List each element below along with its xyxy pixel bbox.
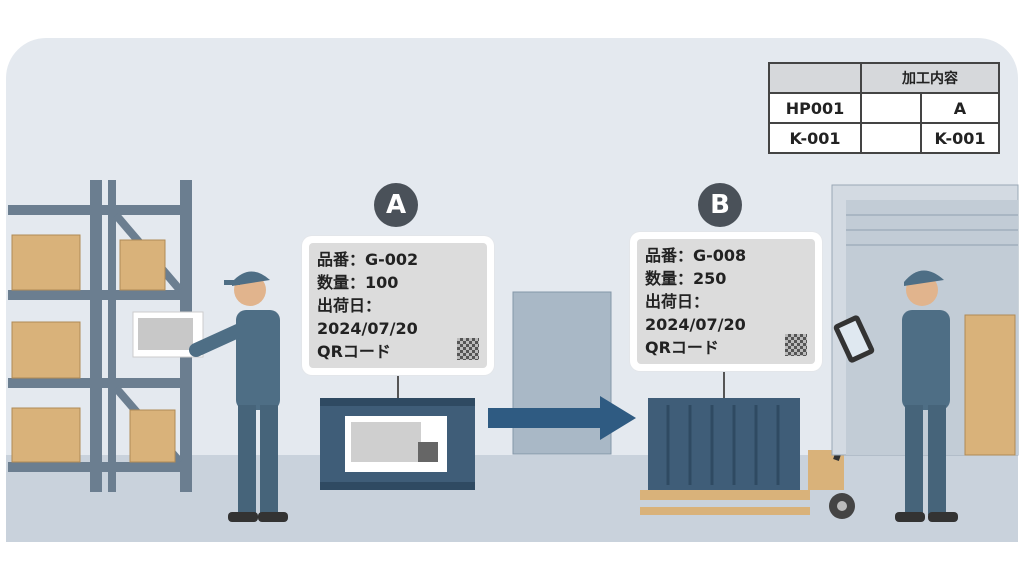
shipping-label-a: 品番：G-002 数量：100 出荷日：2024/07/20 QRコード	[302, 236, 494, 375]
table-row: HP001 A	[768, 92, 1000, 124]
quantity: 数量：250	[645, 269, 727, 288]
qr-code-icon	[785, 334, 807, 356]
table-cell-blank	[860, 122, 922, 154]
part-number: 品番：G-008	[645, 246, 747, 265]
table-cell-code: HP001	[768, 92, 862, 124]
part-number: 品番：G-002	[317, 250, 419, 269]
worker-with-tablet	[833, 270, 958, 522]
table-row: K-001 K-001	[768, 122, 1000, 154]
ship-date: 出荷日：2024/07/20	[645, 292, 746, 334]
table-cell-value: K-001	[920, 122, 1000, 154]
table-cell-blank	[860, 92, 922, 124]
processing-table: 加工内容 HP001 A K-001 K-001	[768, 62, 1000, 154]
shipping-label-b: 品番：G-008 数量：250 出荷日：2024/07/20 QRコード	[630, 232, 822, 371]
qr-code-label: QRコード	[645, 338, 719, 357]
table-cell-value: A	[920, 92, 1000, 124]
back-door	[512, 291, 612, 455]
station-a-badge: A	[374, 183, 418, 227]
table-header-processing: 加工内容	[860, 62, 1000, 94]
worker-scanning-shelf	[189, 271, 288, 522]
flow-arrow-icon	[488, 396, 636, 440]
table-header-blank	[768, 62, 862, 94]
qr-code-icon	[457, 338, 479, 360]
cardboard-boxes	[11, 234, 176, 463]
ship-date: 出荷日：2024/07/20	[317, 296, 418, 338]
table-cell-code: K-001	[768, 122, 862, 154]
station-b-badge: B	[698, 183, 742, 227]
container-b	[640, 345, 810, 515]
container-a	[320, 345, 475, 490]
quantity: 数量：100	[317, 273, 399, 292]
qr-code-label: QRコード	[317, 342, 391, 361]
